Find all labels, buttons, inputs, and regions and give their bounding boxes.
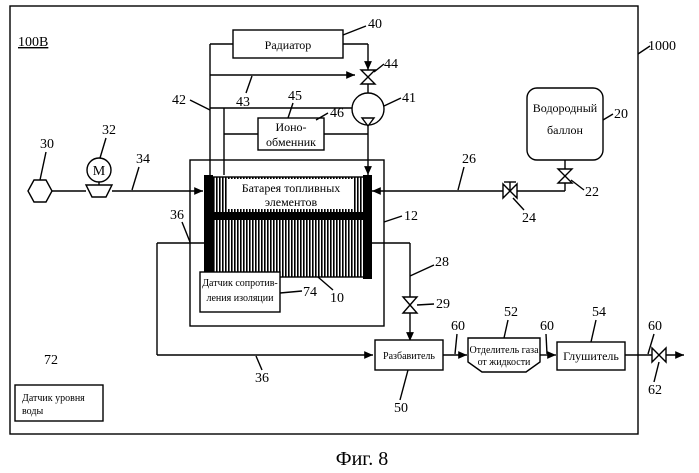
valve-62-leader	[654, 362, 659, 382]
valve-62-ref: 62	[648, 383, 662, 398]
air-line-ref: 34	[136, 152, 150, 167]
valve-24-ref: 24	[522, 211, 536, 226]
ref-46: 46	[330, 106, 344, 121]
insulation-ref-leader	[280, 291, 302, 293]
hydrogen-tank-label-line1: Водородный	[533, 101, 598, 115]
diluter-leader	[400, 370, 408, 400]
line-28-ref: 28	[435, 255, 449, 270]
pump-ref: 41	[402, 91, 416, 106]
compressor-ref: 32	[102, 123, 116, 138]
line-42-ref: 42	[172, 93, 186, 108]
air-filter-leader	[40, 152, 46, 180]
line-42-leader	[190, 100, 210, 110]
line-60-c-ref: 60	[648, 319, 662, 334]
valve-44-icon	[361, 70, 375, 84]
valve-29-leader	[417, 304, 434, 305]
radiator-ref: 40	[368, 17, 382, 32]
water-sensor-ref: 72	[44, 353, 58, 368]
fuel-cell-ref-leader	[318, 277, 333, 290]
figure-caption: Фиг. 8	[336, 448, 388, 470]
valve-22-icon	[558, 169, 572, 183]
air-filter-icon	[28, 180, 52, 202]
line-36-bottom-leader	[256, 356, 262, 370]
valve-44-ref: 44	[384, 57, 398, 72]
air-filter-ref: 30	[40, 137, 54, 152]
hydrogen-tank-ref: 20	[614, 107, 628, 122]
line-60-a-ref: 60	[451, 319, 465, 334]
hydrogen-tank-label-line2: баллон	[547, 123, 584, 137]
line-26-leader	[458, 167, 464, 190]
fuel-cell-label-line1: Батарея топливных	[242, 181, 341, 195]
insulation-sensor-ref: 74	[303, 285, 317, 300]
water-sensor-label-line1: Датчик уровня	[22, 393, 85, 404]
valve-24-icon	[503, 182, 517, 198]
valve-29-ref: 29	[436, 297, 450, 312]
compressor-leader	[100, 138, 106, 158]
hydrogen-ref-leader	[603, 114, 613, 120]
ion-exchanger-label-line2: обменник	[266, 135, 316, 149]
radiator-label: Радиатор	[265, 38, 312, 52]
line-43-ref: 43	[236, 95, 250, 110]
line-28-leader	[410, 265, 434, 276]
valve-62-icon	[652, 348, 666, 362]
line-36-top-leader	[182, 222, 190, 242]
valve-24-leader	[513, 198, 524, 210]
fuel-cell-label-line2: элементов	[265, 195, 318, 209]
valve-22-leader	[571, 180, 584, 190]
line-36-bottom-ref: 36	[255, 371, 269, 386]
radiator-ref-leader	[343, 26, 366, 35]
air-line-leader	[132, 167, 139, 190]
separator-label-line1: Отделитель газа	[469, 345, 539, 356]
outer-ref-label: 1000	[648, 39, 676, 54]
motor-label: M	[93, 164, 106, 179]
housing-ref-leader	[384, 216, 402, 222]
line-26-ref: 26	[462, 152, 476, 167]
insulation-sensor-label-line2: ления изоляции	[207, 293, 275, 304]
pump-ref-leader	[384, 98, 401, 106]
line-43-leader	[246, 76, 252, 93]
ion-ref-leader	[288, 103, 293, 118]
system-ref-label: 100B	[18, 35, 48, 50]
ion-exchanger-label-line1: Ионо-	[275, 120, 306, 134]
line-60-b-ref: 60	[540, 319, 554, 334]
compressor-icon	[86, 185, 112, 197]
separator-leader	[504, 320, 508, 338]
fuel-cell-ref: 10	[330, 291, 344, 306]
ion-exchanger-ref: 45	[288, 89, 302, 104]
valve-22-ref: 22	[585, 185, 599, 200]
line-60-a-leader	[455, 334, 457, 354]
muffler-label: Глушитель	[563, 349, 619, 363]
muffler-leader	[591, 320, 596, 342]
line-36-top-ref: 36	[170, 208, 184, 223]
valve-44-leader	[374, 64, 384, 72]
valve-29-icon	[403, 297, 417, 313]
separator-label-line2: от жидкости	[478, 357, 531, 368]
diluter-label: Разбавитель	[383, 351, 435, 362]
water-sensor-label-line2: воды	[22, 406, 43, 417]
diluter-ref: 50	[394, 401, 408, 416]
line-60-b-leader	[546, 334, 547, 354]
separator-ref: 52	[504, 305, 518, 320]
insulation-sensor-label-line1: Датчик сопротив-	[202, 278, 278, 289]
muffler-ref: 54	[592, 305, 606, 320]
housing-ref: 12	[404, 209, 418, 224]
